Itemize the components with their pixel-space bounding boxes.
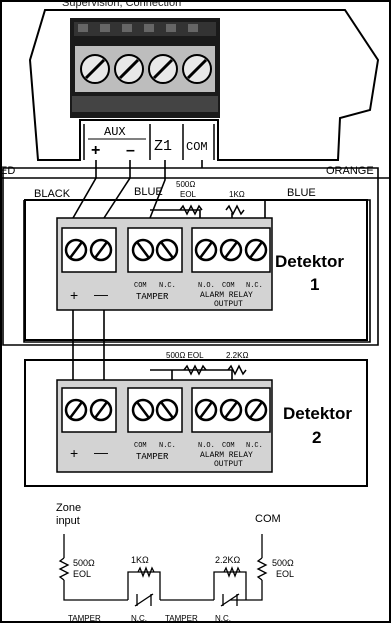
detector-2-label-relay-nc: N.C.: [246, 442, 263, 450]
wire-label-black: BLACK: [34, 188, 71, 200]
detector-1-title: Detektor: [275, 252, 344, 271]
detector-1-label-relay: ALARM RELAY: [200, 291, 253, 300]
detector-2-label-minus: —: [94, 444, 108, 460]
detector-2-label-relay: ALARM RELAY: [200, 451, 253, 460]
detector-2-screw-tamper-com: [131, 398, 155, 422]
wire-label-blue-2: BLUE: [287, 187, 316, 199]
wire-label-orange: ORANGE: [326, 165, 374, 177]
panel-label-aux: AUX: [104, 125, 126, 139]
detector-2-label-relay-no: N.O.: [198, 442, 215, 450]
detector-1-label-tamper: TAMPER: [136, 292, 169, 302]
detector-2-label-output: OUTPUT: [214, 460, 243, 469]
detector-1-label-tamper-com: COM: [134, 282, 147, 290]
detector-1-label-minus: —: [94, 286, 108, 302]
schematic-r2-value: 1KΩ: [131, 555, 149, 565]
schematic-tamper-2: TAMPER: [165, 614, 198, 623]
schematic-zone-input-1: Zone: [56, 502, 81, 514]
schematic-r1-value: 500Ω: [73, 558, 95, 568]
detector-1-resistor-k: 1KΩ: [229, 190, 245, 199]
detector-2-label-tamper-nc: N.C.: [159, 442, 176, 450]
schematic-r3-value: 2.2KΩ: [215, 555, 241, 565]
detector-2-title: Detektor: [283, 404, 352, 423]
detector-2-screw-plus: [64, 398, 88, 422]
schematic-r4-sub: EOL: [276, 569, 294, 579]
detector-2-label-relay-com: COM: [222, 442, 235, 450]
detector-1-screw-relay-nc: [244, 238, 268, 262]
detector-2-screw-relay-nc: [244, 398, 268, 422]
schematic-zone-input-2: input: [56, 515, 80, 527]
panel-screw-z1: [148, 54, 178, 84]
detector-1-screw-plus: [64, 238, 88, 262]
detector-1-screw-tamper-com: [131, 238, 155, 262]
detector-1-screw-relay-com: [219, 238, 243, 262]
detector-1-label-plus: +: [70, 287, 78, 303]
detector-1-board: [24, 199, 368, 341]
schematic-nc-1: N.C.: [131, 614, 147, 623]
detector-2-number: 2: [312, 428, 321, 447]
schematic-r1-sub: EOL: [73, 569, 91, 579]
schematic-tamper-1: TAMPER: [68, 614, 101, 623]
detector-1-label-output: OUTPUT: [214, 300, 243, 309]
panel-label-com: COM: [186, 140, 208, 154]
top-caption: Supervision, Connection: [62, 0, 181, 9]
detector-2-resistor-k-symbol: [227, 364, 247, 376]
detector-1-label-relay-nc: N.C.: [246, 282, 263, 290]
detector-1-screw-minus: [89, 238, 113, 262]
detector-2-resistor-eol-symbol: [183, 364, 207, 376]
panel-label-z1: Z1: [154, 138, 172, 155]
detector-1-resistor-eol-sub: EOL: [180, 190, 197, 199]
detector-2-resistor-k: 2.2KΩ: [226, 351, 248, 360]
detector-2-screw-minus: [89, 398, 113, 422]
detector-1-resistor-eol-symbol: [179, 204, 203, 216]
detector-1-screw-relay-no: [194, 238, 218, 262]
panel-screw-aux-plus: [80, 54, 110, 84]
detector-2-board: [24, 359, 368, 487]
panel-label-minus: –: [126, 142, 135, 159]
schematic-nc-2: N.C.: [215, 614, 231, 623]
schematic: [58, 534, 268, 607]
detector-2-label-plus: +: [70, 445, 78, 461]
schematic-com: COM: [255, 513, 281, 525]
detector-1-number: 1: [310, 275, 319, 294]
detector-2-label-tamper: TAMPER: [136, 452, 169, 462]
panel-screw-com: [182, 54, 212, 84]
schematic-r4-value: 500Ω: [272, 558, 294, 568]
wire-label-blue-1: BLUE: [134, 186, 163, 198]
detector-2-label-tamper-com: COM: [134, 442, 147, 450]
detector-2-screw-relay-no: [194, 398, 218, 422]
detector-1-resistor-k-symbol: [225, 204, 245, 216]
panel-screw-aux-minus: [114, 54, 144, 84]
detector-2-screw-tamper-nc: [155, 398, 179, 422]
detector-1-label-tamper-nc: N.C.: [159, 282, 176, 290]
detector-1-screw-tamper-nc: [155, 238, 179, 262]
detector-1-label-relay-com: COM: [222, 282, 235, 290]
panel-label-plus: +: [91, 142, 100, 159]
detector-2-resistor-eol: 500Ω EOL: [166, 351, 204, 360]
detector-2-screw-relay-com: [219, 398, 243, 422]
detector-1-resistor-eol: 500Ω: [176, 180, 195, 189]
detector-1-label-relay-no: N.O.: [198, 282, 215, 290]
